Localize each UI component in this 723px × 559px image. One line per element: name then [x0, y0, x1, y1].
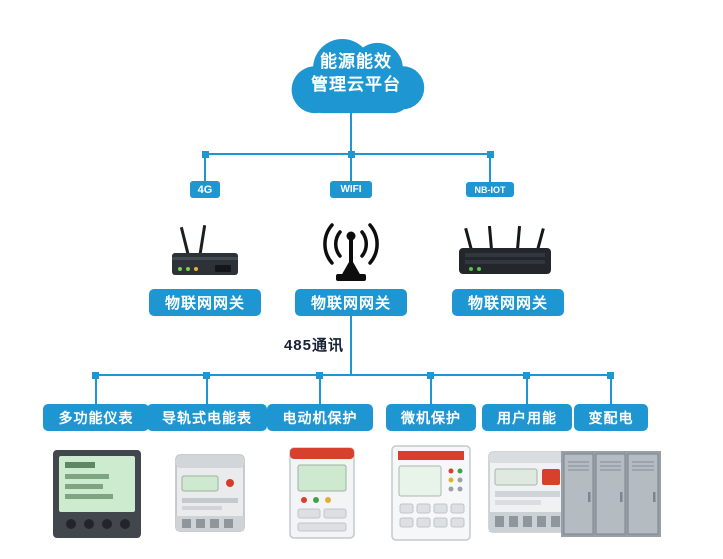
gateway-nbiot-router-image [455, 226, 555, 282]
junction-dot [202, 151, 209, 158]
cloud-icon [291, 39, 425, 114]
device-label-power-distribution: 变配电 [574, 404, 648, 431]
connector-drop-device-1 [95, 376, 97, 404]
badge-4g: 4G [190, 181, 220, 198]
cloud-label-line1: 能源能效 [320, 52, 392, 71]
gateway-label-3: 物联网网关 [452, 289, 564, 316]
connector-drop-device-4 [430, 376, 432, 404]
gateway-label-2: 物联网网关 [295, 289, 407, 316]
connector-485-horizontal [95, 374, 613, 376]
connector-drop-device-5 [526, 376, 528, 404]
user-energy-meter-image [484, 450, 570, 536]
badge-nbiot: NB-IOT [466, 182, 514, 197]
motor-protection-image [287, 446, 357, 540]
cloud-label-line2: 管理云平台 [311, 75, 401, 94]
power-distribution-cabinet-image [559, 448, 663, 540]
junction-dot [348, 151, 355, 158]
gateway-4g-router-image [167, 224, 243, 282]
junction-dot [607, 372, 614, 379]
junction-dot [92, 372, 99, 379]
connector-gateway-to-485bus [350, 316, 352, 375]
cloud-label: 能源能效 管理云平台 [278, 50, 434, 96]
wifi-antenna-icon [319, 220, 383, 282]
microcomputer-protection-image [389, 444, 473, 542]
junction-dot [203, 372, 210, 379]
connector-drop-nbiot [489, 155, 491, 182]
connector-drop-device-3 [319, 376, 321, 404]
gateway-label-1: 物联网网关 [149, 289, 261, 316]
junction-dot [316, 372, 323, 379]
device-label-microcomputer-protection: 微机保护 [386, 404, 476, 431]
device-label-din-rail-meter: 导轨式电能表 [147, 404, 267, 431]
device-label-user-energy: 用户用能 [482, 404, 572, 431]
device-label-motor-protection: 电动机保护 [267, 404, 373, 431]
connector-top-horizontal [204, 153, 491, 155]
cloud-platform-node [278, 28, 434, 128]
bus-label: 485通讯 [283, 337, 344, 354]
badge-wifi: WIFI [330, 181, 372, 198]
din-rail-meter-image [169, 452, 251, 534]
connector-drop-4g [204, 155, 206, 182]
connector-drop-wifi [350, 155, 352, 182]
junction-dot [523, 372, 530, 379]
junction-dot [427, 372, 434, 379]
connector-drop-device-6 [610, 376, 612, 404]
connector-cloud-to-bus [350, 112, 352, 154]
junction-dot [487, 151, 494, 158]
device-label-multifunction-meter: 多功能仪表 [43, 404, 149, 431]
connector-drop-device-2 [206, 376, 208, 404]
multifunction-meter-image [51, 448, 143, 540]
